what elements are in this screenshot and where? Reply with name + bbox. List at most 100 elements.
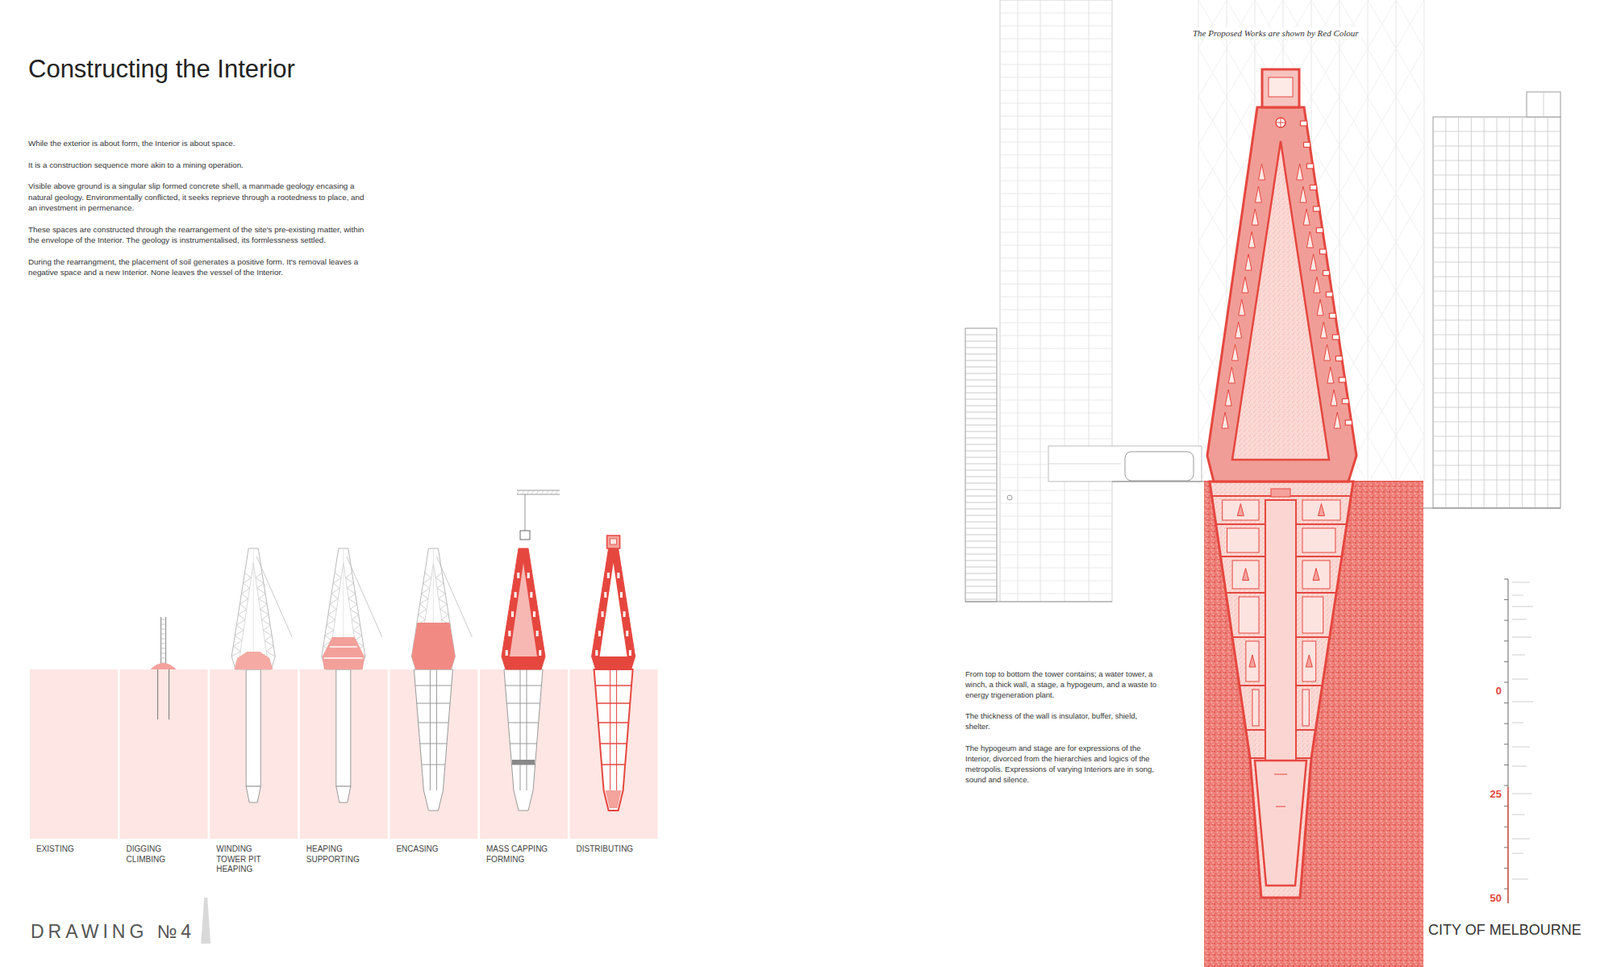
scale-annotation — [1512, 766, 1527, 767]
floor-line — [965, 528, 997, 530]
facade-line — [1198, 241, 1227, 291]
depth-number: 0 — [1495, 683, 1502, 699]
lattice — [345, 572, 353, 579]
facade-line — [1339, 96, 1368, 146]
scale-tick — [1504, 640, 1509, 642]
facade-line — [1395, 96, 1425, 146]
building-outline — [965, 328, 997, 602]
scale-tick — [1504, 682, 1509, 684]
lattice — [353, 625, 361, 631]
stage-panel: DIGGING CLIMBING — [120, 669, 209, 870]
scale-annotation — [1512, 654, 1525, 656]
tower-frame — [411, 548, 455, 670]
floor-line — [1000, 593, 1113, 595]
window-line — [1470, 116, 1472, 509]
depth-scale — [1504, 579, 1534, 904]
slot — [1305, 654, 1313, 667]
floor-line — [1000, 129, 1113, 130]
scale-annotation — [1512, 701, 1534, 703]
facade-line — [1367, 145, 1396, 194]
wall-slot — [1324, 344, 1331, 361]
lattice — [438, 593, 446, 600]
stage-column — [1265, 500, 1296, 761]
wall-notch — [1316, 228, 1323, 234]
slot — [1242, 568, 1250, 581]
detail — [1007, 495, 1013, 500]
floor-line — [1000, 64, 1113, 66]
window-line — [1433, 320, 1561, 321]
body-text: These spaces are constructed through the… — [28, 224, 367, 246]
floor-line — [965, 541, 997, 542]
floor-line — [1000, 38, 1113, 40]
building-outline — [1433, 116, 1561, 509]
floor-line — [1000, 309, 1113, 311]
stage-label: WINDING TOWER PIT HEAPING — [216, 844, 283, 875]
lattice — [435, 572, 442, 579]
lattice — [257, 583, 264, 589]
window-line — [1433, 276, 1561, 278]
lattice — [351, 620, 361, 626]
floor-line — [965, 405, 997, 407]
stage-panel: HEAPING SUPPORTING — [300, 669, 388, 870]
wall-slot — [629, 650, 632, 656]
stage-label: HEAPING SUPPORTING — [306, 844, 373, 865]
wall-slot — [1330, 389, 1338, 406]
tower-frame — [231, 548, 275, 670]
floor-line — [965, 573, 997, 575]
floor-line — [1000, 567, 1113, 569]
body-text: Visible above ground is a singular slip … — [28, 180, 367, 214]
slot — [1312, 568, 1320, 581]
wall-slot — [604, 591, 607, 598]
window-line — [1445, 116, 1446, 509]
scale-annotation — [1512, 879, 1529, 880]
scale-tick — [1504, 826, 1509, 828]
floor-line — [965, 599, 997, 600]
floor-line — [965, 463, 997, 465]
stage-panel: MASS CAPPING FORMING — [479, 669, 568, 870]
lattice — [331, 593, 338, 600]
window-line — [1433, 189, 1561, 191]
window-line — [1433, 334, 1561, 336]
detail — [1274, 774, 1288, 775]
floor — [415, 685, 452, 687]
floor-line — [965, 399, 997, 400]
floor-line — [965, 347, 997, 349]
facade-line — [1226, 0, 1255, 49]
lattice — [423, 578, 432, 584]
wall-slot — [595, 650, 598, 656]
room — [1302, 560, 1330, 589]
floor-line — [965, 515, 997, 517]
wall-notch — [1325, 291, 1333, 297]
wall-slot — [1248, 231, 1255, 248]
facade-line — [1283, 0, 1312, 49]
wall-slot — [533, 611, 536, 617]
mast-rung — [161, 643, 167, 645]
band — [512, 759, 535, 765]
interior-void — [1232, 141, 1330, 460]
window-line — [1433, 465, 1561, 467]
interior-void — [509, 562, 538, 657]
lattice — [441, 614, 450, 621]
floor-line — [1000, 141, 1113, 143]
facade-line — [1254, 0, 1284, 49]
scale-annotation — [1512, 606, 1534, 608]
facade-line — [1226, 48, 1255, 97]
facade-line — [1395, 338, 1425, 388]
wall-slot — [620, 591, 623, 598]
body-text: From top to bottom the tower contains; a… — [965, 668, 1159, 700]
wall-slot — [516, 572, 520, 579]
lattice — [266, 651, 275, 658]
wall-slot — [529, 591, 533, 598]
mast-rung — [161, 648, 167, 650]
facade-line — [1198, 0, 1227, 49]
facade-line — [1367, 193, 1396, 242]
shaft — [336, 669, 351, 787]
window-line — [1433, 131, 1561, 133]
body-text: The thickness of the wall is insulator, … — [965, 710, 1159, 732]
lattice — [234, 635, 242, 642]
floor-line — [1000, 283, 1113, 285]
stage-panel: EXISTING — [29, 669, 118, 860]
window-line — [1496, 116, 1498, 509]
floor — [509, 743, 537, 745]
wall-notch — [1304, 142, 1311, 148]
